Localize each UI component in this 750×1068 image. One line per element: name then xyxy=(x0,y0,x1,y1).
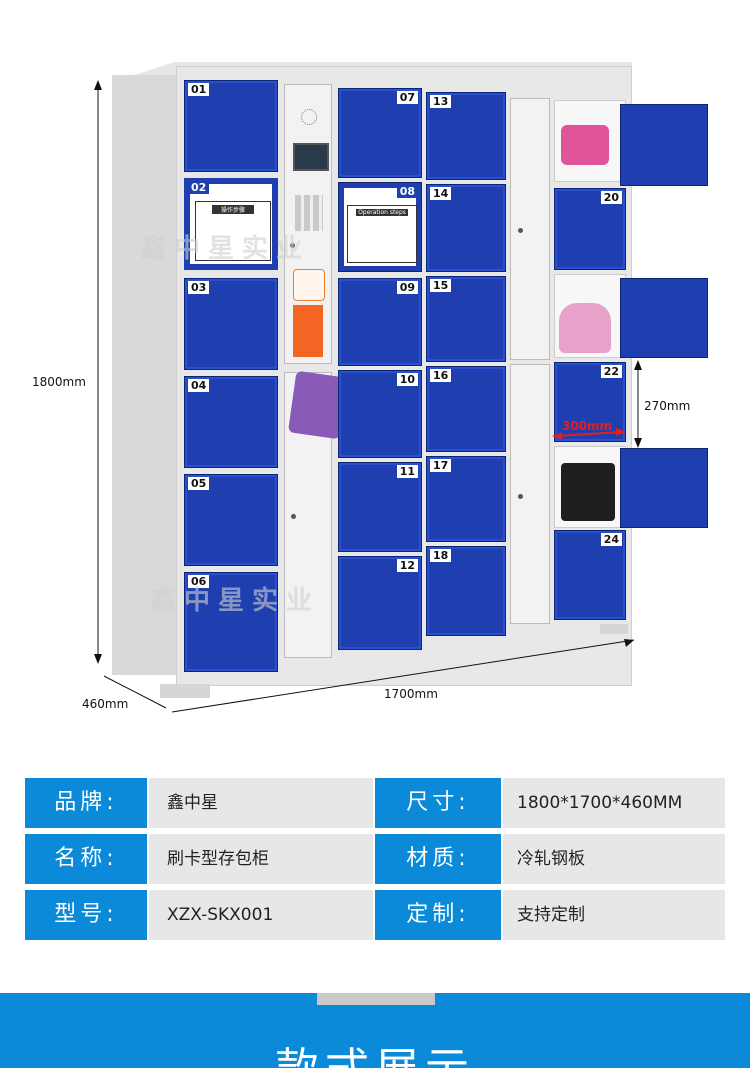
locker-door: 14 xyxy=(426,184,506,272)
watermark-logo: 鑫中星实业 xyxy=(150,586,321,616)
dimension-lines xyxy=(94,80,642,713)
locker-door: 11 xyxy=(338,462,422,552)
locker-number: 14 xyxy=(430,187,452,200)
cell-height-dimension-label: 270mm xyxy=(644,399,691,413)
section-title: 款式展示 xyxy=(0,1033,750,1068)
locker-door: 08 Operation steps xyxy=(338,182,422,272)
cabinet-foot xyxy=(160,684,210,698)
locker-number: 18 xyxy=(430,549,452,562)
locker-number: 08 xyxy=(396,185,418,198)
locker-number: 04 xyxy=(188,379,210,392)
locker-door: 03 xyxy=(184,278,278,370)
locker-door: 09 xyxy=(338,278,422,366)
locker-door: 12 xyxy=(338,556,422,650)
instruction-title: 操作步骤 xyxy=(212,205,254,214)
keypad xyxy=(295,195,323,231)
instruction-panel: 操作步骤 xyxy=(195,201,271,261)
locker-number: 09 xyxy=(396,281,418,294)
locker-number: 15 xyxy=(430,279,452,292)
locker-door: 02 操作步骤 xyxy=(184,178,278,270)
banner-tab xyxy=(317,993,435,1005)
grey-door xyxy=(510,98,550,360)
locker-number: 06 xyxy=(188,575,210,588)
spec-label: 品牌: xyxy=(25,778,147,828)
lock-icon xyxy=(518,494,523,499)
spec-value: 冷轧钢板 xyxy=(503,834,725,884)
depth-dimension-label: 460mm xyxy=(82,697,129,711)
lock-icon xyxy=(291,514,296,519)
cabinet-foot xyxy=(600,624,628,634)
locker-door: 10 xyxy=(338,370,422,458)
locker-door: 20 xyxy=(554,188,626,270)
spec-value: 刷卡型存包柜 xyxy=(149,834,373,884)
locker-number: 03 xyxy=(188,281,210,294)
locker-number: 07 xyxy=(396,91,418,104)
speaker-grille xyxy=(301,109,317,125)
spec-value: 1800*1700*460MM xyxy=(503,778,725,828)
locker-number: 24 xyxy=(600,533,622,546)
spec-value: 支持定制 xyxy=(503,890,725,940)
locker-door: 18 xyxy=(426,546,506,636)
lock-icon xyxy=(290,243,295,248)
locker-door: 24 xyxy=(554,530,626,620)
locker-door: 04 xyxy=(184,376,278,468)
height-dimension-label: 1800mm xyxy=(32,375,86,389)
open-locker-door xyxy=(620,448,708,528)
width-dimension-label: 1700mm xyxy=(384,687,438,701)
locker-door: 16 xyxy=(426,366,506,452)
spec-label: 材质: xyxy=(375,834,501,884)
section-banner: 款式展示 xyxy=(0,993,750,1068)
open-locker-door xyxy=(620,278,708,358)
spec-row-model: 型号: XZX-SKX001 定制: 支持定制 xyxy=(25,890,725,940)
locker-number: 02 xyxy=(188,181,210,194)
spec-label: 型号: xyxy=(25,890,147,940)
handbag-image xyxy=(561,463,615,521)
watermark-logo: 鑫中星实业 xyxy=(140,234,311,264)
instruction-panel: Operation steps xyxy=(347,205,417,263)
card-reader xyxy=(293,269,325,301)
locker-number: 10 xyxy=(396,373,418,386)
open-locker-cell xyxy=(554,274,626,358)
cabinet-side xyxy=(112,75,184,675)
locker-number: 22 xyxy=(600,365,622,378)
locker-number: 17 xyxy=(430,459,452,472)
handbag-image xyxy=(559,303,611,353)
lock-icon xyxy=(518,228,523,233)
spec-row-name: 名称: 刷卡型存包柜 材质: 冷轧钢板 xyxy=(25,834,725,884)
grey-door xyxy=(510,364,550,624)
spec-value: 鑫中星 xyxy=(149,778,373,828)
locker-number: 13 xyxy=(430,95,452,108)
locker-number: 16 xyxy=(430,369,452,382)
locker-door: 22 xyxy=(554,362,626,442)
notice-panel xyxy=(293,305,323,357)
locker-number: 11 xyxy=(396,465,418,478)
spec-label: 尺寸: xyxy=(375,778,501,828)
screen xyxy=(293,143,329,171)
locker-number: 20 xyxy=(600,191,622,204)
open-locker-cell xyxy=(554,446,626,528)
control-panel xyxy=(284,84,332,364)
locker-door: 01 xyxy=(184,80,278,172)
locker-door: 13 xyxy=(426,92,506,180)
locker-door: 07 xyxy=(338,88,422,178)
handbag-image xyxy=(561,125,609,165)
spec-value: XZX-SKX001 xyxy=(149,890,373,940)
locker-door: 06 xyxy=(184,572,278,672)
instruction-title: Operation steps xyxy=(356,209,408,216)
locker-number: 05 xyxy=(188,477,210,490)
spec-label: 名称: xyxy=(25,834,147,884)
cell-width-dimension-label: 300mm xyxy=(562,419,613,433)
locker-door: 05 xyxy=(184,474,278,566)
locker-number: 01 xyxy=(188,83,210,96)
open-locker-door xyxy=(620,104,708,186)
spec-row-brand: 品牌: 鑫中星 尺寸: 1800*1700*460MM xyxy=(25,778,725,828)
spec-label: 定制: xyxy=(375,890,501,940)
locker-door: 17 xyxy=(426,456,506,542)
locker-number: 12 xyxy=(396,559,418,572)
locker-door: 15 xyxy=(426,276,506,362)
